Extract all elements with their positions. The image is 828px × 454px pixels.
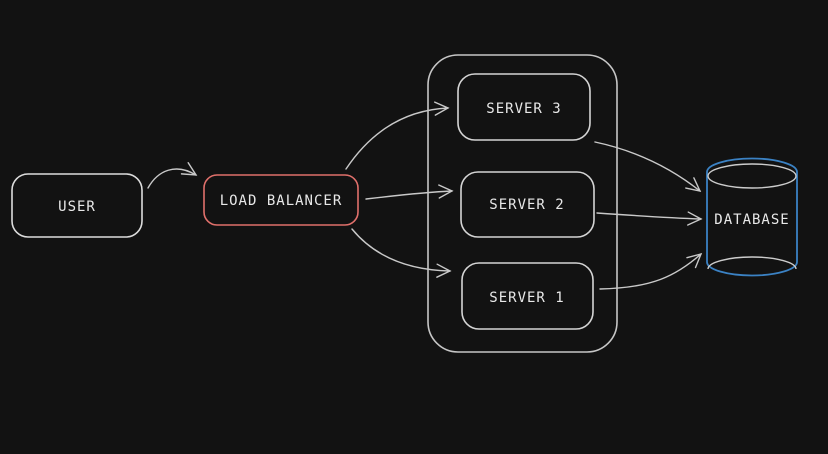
node-server-1: SERVER 1 xyxy=(461,262,594,330)
user-box xyxy=(11,173,143,238)
load-balancer-box xyxy=(203,174,359,226)
database-label: DATABASE xyxy=(714,212,789,228)
server-3-label: SERVER 3 xyxy=(486,101,561,117)
server-group-container xyxy=(427,54,618,353)
edge-server-3-to-database xyxy=(594,141,702,192)
database-cylinder-lid xyxy=(707,163,797,189)
node-database: DATABASE xyxy=(706,157,798,277)
load-balancer-label: LOAD BALANCER xyxy=(220,193,343,209)
node-server-3: SERVER 3 xyxy=(457,73,591,141)
edge-server-2-to-database xyxy=(596,211,703,226)
server-1-label: SERVER 1 xyxy=(489,290,564,306)
server-2-box xyxy=(460,171,595,238)
server-1-box xyxy=(461,262,594,330)
node-user: USER xyxy=(11,173,143,238)
database-cylinder-body xyxy=(706,157,798,277)
edge-load-balancer-to-server-1 xyxy=(351,228,452,278)
user-label: USER xyxy=(58,199,96,215)
edge-load-balancer-to-server-2 xyxy=(365,184,454,200)
server-2-label: SERVER 2 xyxy=(489,197,564,213)
edge-server-1-to-database xyxy=(599,252,703,290)
edge-user-to-load-balancer xyxy=(147,162,198,189)
database-cylinder-bottom-curve xyxy=(707,256,797,270)
edge-load-balancer-to-server-3 xyxy=(345,101,450,170)
node-server-2: SERVER 2 xyxy=(460,171,595,238)
node-load-balancer: LOAD BALANCER xyxy=(203,174,359,226)
server-3-box xyxy=(457,73,591,141)
